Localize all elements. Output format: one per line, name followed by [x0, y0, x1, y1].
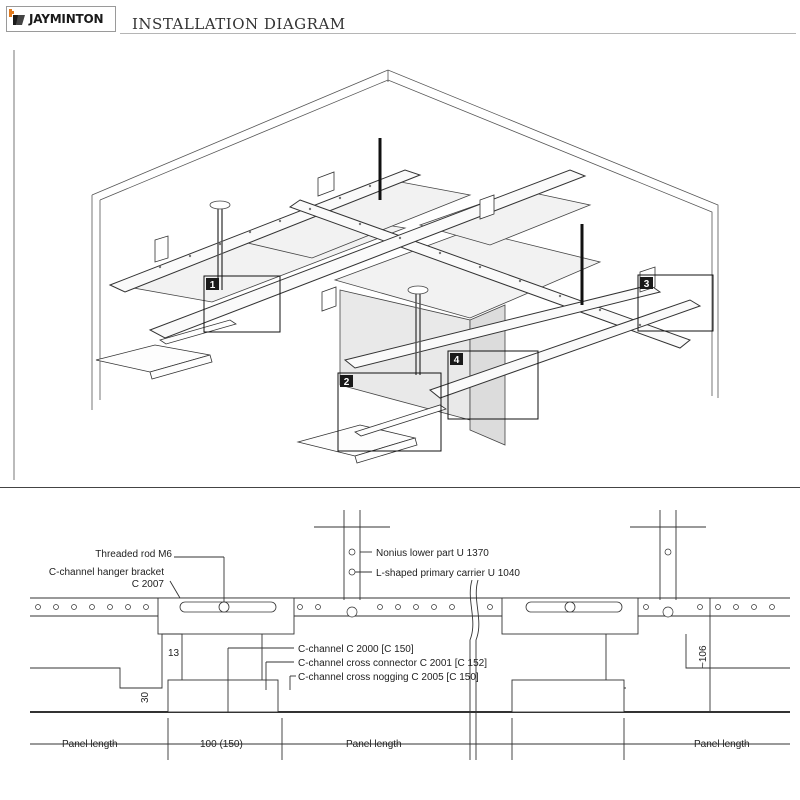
- dim-13: 13: [168, 648, 180, 659]
- page-header: JAYMINTON INSTALLATION DIAGRAM: [0, 0, 800, 40]
- label-primary-carrier: L-shaped primary carrier U 1040: [376, 568, 520, 579]
- section-divider: [0, 487, 800, 488]
- rail-perforations: [158, 184, 642, 327]
- detail-frame-3: [637, 274, 714, 332]
- header-rule: [120, 33, 796, 34]
- page-title: INSTALLATION DIAGRAM: [132, 15, 346, 33]
- dim-106: ~106: [698, 645, 709, 668]
- carrier-5: [428, 299, 702, 399]
- dim-gap: 100 (150): [200, 739, 243, 750]
- label-cross-nogging: C-channel cross nogging C 2005 [C 150]: [298, 672, 479, 683]
- panel-length-left: Panel length: [62, 739, 118, 750]
- brand-logo: JAYMINTON: [6, 6, 116, 32]
- label-cross-connector: C-channel cross connector C 2001 [C 152]: [298, 658, 487, 669]
- detail-frames: [203, 274, 714, 452]
- carrier-3: [148, 169, 587, 339]
- label-threaded-rod: Threaded rod M6: [95, 549, 172, 560]
- logo-mark-icon: [9, 9, 27, 29]
- callout-3: 3: [644, 279, 650, 290]
- carrier-4: [343, 284, 662, 369]
- bracket-left: [157, 597, 295, 635]
- callout-1: 1: [210, 280, 216, 291]
- carrier-holes: [35, 548, 775, 618]
- brand-name: JAYMINTON: [29, 12, 104, 26]
- hanger-tops: [209, 200, 429, 295]
- room-outline: [91, 69, 719, 398]
- threaded-rods: [378, 138, 584, 305]
- callout-2: 2: [344, 377, 350, 388]
- detail-frame-1: [203, 275, 281, 333]
- detail-frame-2: [337, 372, 442, 452]
- label-hanger-bracket-1: C-channel hanger bracket: [49, 567, 164, 578]
- dim-30: 30: [140, 691, 151, 703]
- callout-badges: 1 2 3 4: [206, 277, 653, 388]
- label-nonius: Nonius lower part U 1370: [376, 548, 489, 559]
- panel-length-middle: Panel length: [346, 739, 402, 750]
- bracket-right: [501, 597, 639, 635]
- carrier-2: [288, 199, 692, 349]
- callout-4: 4: [454, 355, 460, 366]
- hanger-brackets: [154, 171, 656, 312]
- detail-frame-4: [447, 350, 539, 420]
- bracket-slots: [179, 601, 623, 613]
- label-hanger-bracket-2: C 2007: [132, 579, 165, 590]
- primary-carriers: [108, 169, 702, 399]
- label-c-channel: C-channel C 2000 [C 150]: [298, 644, 414, 655]
- panel-length-right: Panel length: [694, 739, 750, 750]
- isometric-view: 1 2 3 4: [13, 50, 719, 480]
- c-channel-left: [95, 344, 211, 373]
